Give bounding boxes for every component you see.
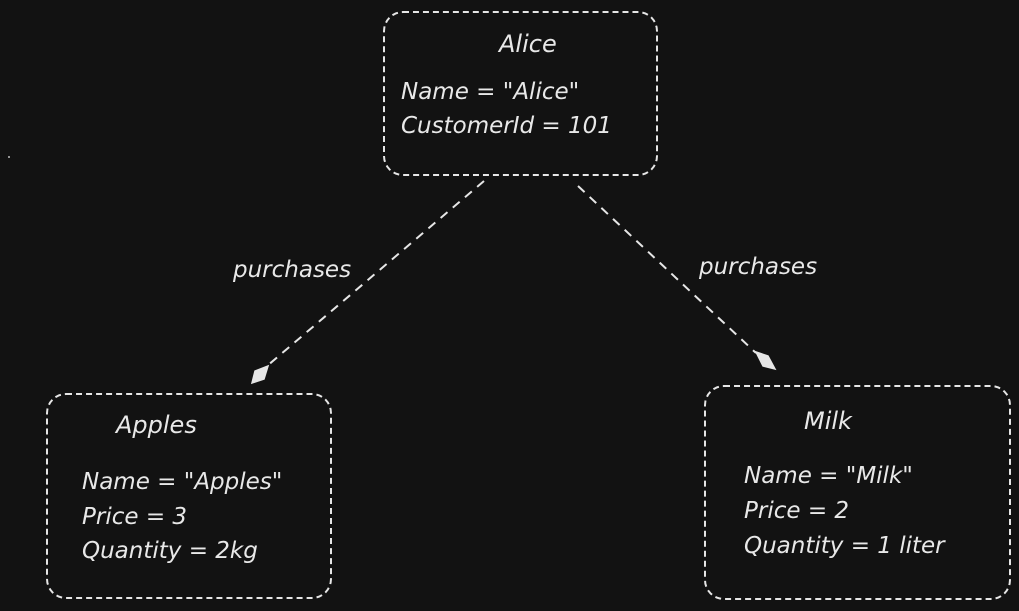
edge-alice-milk-arrowhead (754, 350, 777, 371)
node-milk-title: Milk (804, 407, 852, 435)
stray-dot (8, 156, 10, 158)
node-apples-prop-quantity: Quantity = 2kg (82, 538, 258, 564)
edge-alice-apples-arrowhead (250, 364, 270, 385)
node-milk-prop-name: Name = "Milk" (744, 463, 913, 489)
node-alice-title: Alice (499, 30, 557, 58)
node-alice[interactable] (383, 11, 658, 176)
node-apples-prop-price: Price = 3 (82, 504, 188, 530)
node-alice-prop-customerid: CustomerId = 101 (401, 113, 612, 139)
node-apples-title: Apples (116, 411, 197, 439)
node-milk[interactable] (704, 385, 1011, 600)
node-milk-prop-quantity: Quantity = 1 liter (744, 533, 945, 559)
node-apples-prop-name: Name = "Apples" (82, 469, 283, 495)
node-milk-prop-price: Price = 2 (744, 498, 850, 524)
edge-alice-milk (577, 185, 757, 354)
node-alice-prop-name: Name = "Alice" (401, 79, 580, 105)
node-apples[interactable] (46, 393, 332, 599)
edge-label-alice-milk: purchases (699, 254, 818, 280)
edge-label-alice-apples: purchases (233, 257, 352, 283)
